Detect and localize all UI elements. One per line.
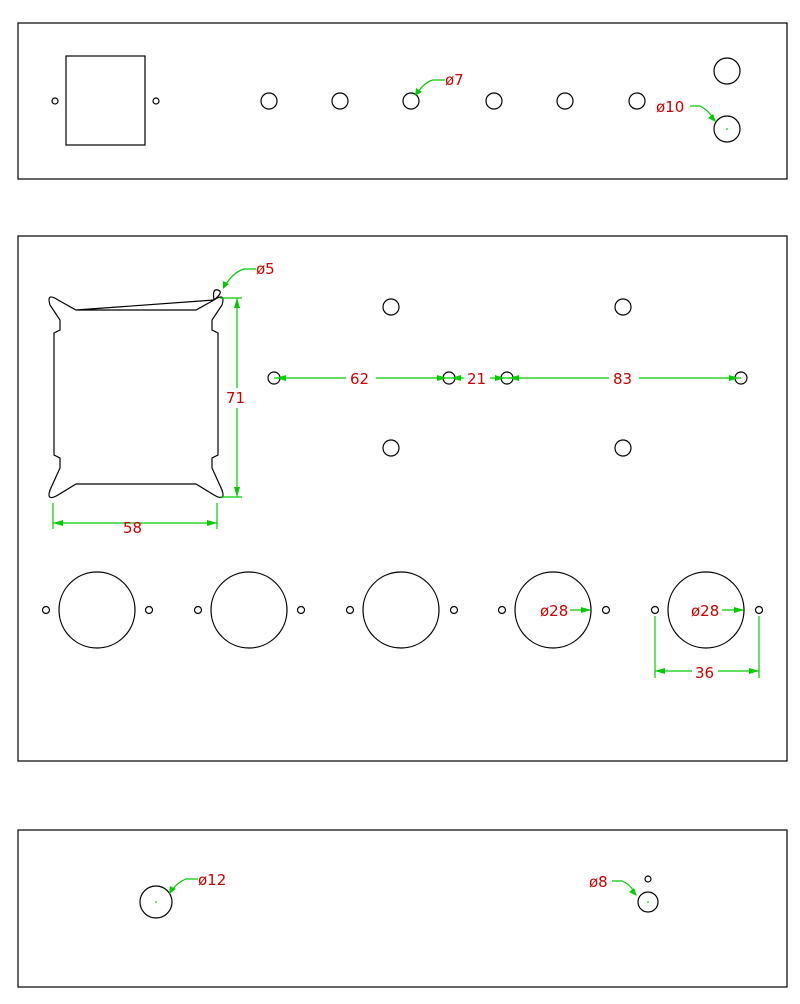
dimension-arrow — [437, 375, 447, 381]
dimension-label: 36 — [695, 664, 714, 682]
dimension-label: 58 — [123, 519, 142, 537]
leader-arrow — [629, 888, 637, 896]
hole — [614, 298, 632, 316]
leader-line — [171, 878, 198, 891]
bottom-panel: ø12 ø8 — [17, 829, 788, 988]
large-hole — [362, 571, 440, 649]
diameter-label: ø5 — [256, 260, 275, 278]
leader-line — [417, 79, 445, 93]
leader-line — [690, 105, 714, 119]
diameter-label: ø10 — [656, 98, 684, 116]
dimension-arrow — [495, 375, 505, 381]
center-mark — [647, 901, 649, 903]
mount-hole — [296, 605, 306, 615]
hole-7 — [628, 92, 646, 110]
hole-10 — [713, 115, 741, 143]
diameter-label: ø28 — [540, 602, 568, 620]
dimension-label: 71 — [226, 389, 245, 407]
dimension-label: 21 — [467, 370, 486, 388]
leader-arrow — [581, 607, 591, 613]
dimension-arrow — [53, 520, 63, 526]
small-hole — [644, 875, 652, 883]
top-panel-outline — [17, 22, 788, 180]
diameter-label: ø8 — [589, 873, 608, 891]
leader-arrow — [415, 88, 422, 96]
bottom-panel-outline — [17, 829, 788, 988]
hole-8 — [637, 891, 659, 913]
mount-hole — [41, 605, 51, 615]
leader-line — [612, 880, 635, 893]
mount-hole — [497, 605, 507, 615]
dimension-arrow — [655, 668, 665, 674]
leader-arrow — [734, 607, 744, 613]
dimension-label: 62 — [350, 370, 369, 388]
leader-line — [225, 268, 256, 285]
dimension-arrow — [451, 375, 461, 381]
mount-hole — [449, 605, 459, 615]
large-hole — [58, 571, 136, 649]
mount-hole — [345, 605, 355, 615]
hole — [382, 439, 400, 457]
dimension-arrow — [234, 487, 240, 497]
mount-hole — [601, 605, 611, 615]
hole — [382, 298, 400, 316]
hole-7 — [402, 92, 420, 110]
diameter-label: ø12 — [198, 871, 226, 889]
dimension-arrow — [729, 375, 739, 381]
leader-arrow — [223, 281, 229, 289]
dimension-label: 83 — [613, 370, 632, 388]
diameter-label: ø28 — [691, 602, 719, 620]
mount-hole — [144, 605, 154, 615]
leader-arrow — [708, 114, 716, 122]
hole-7 — [485, 92, 503, 110]
hole — [614, 439, 632, 457]
hole-7 — [556, 92, 574, 110]
dimension-arrow — [749, 668, 759, 674]
hole-12 — [139, 885, 173, 919]
mount-hole — [51, 97, 59, 105]
hole-7 — [260, 92, 278, 110]
center-mark — [155, 901, 157, 903]
mount-hole — [754, 605, 764, 615]
mount-hole — [152, 97, 160, 105]
hole-7 — [331, 92, 349, 110]
center-mark — [726, 128, 728, 130]
dimension-arrow — [276, 375, 286, 381]
large-hole — [210, 571, 288, 649]
top-panel: ø7 ø10 — [17, 22, 788, 180]
dimension-arrow — [207, 520, 217, 526]
mount-hole — [650, 605, 660, 615]
middle-panel-outline — [17, 235, 788, 762]
mount-hole — [193, 605, 203, 615]
notched-cutout — [48, 289, 224, 499]
square-cutout — [65, 55, 146, 146]
hole-10 — [713, 57, 741, 85]
leader-arrow — [169, 886, 176, 894]
middle-panel: ø5 71 58 62 21 — [17, 235, 788, 762]
dimension-arrow — [509, 375, 519, 381]
diameter-label: ø7 — [445, 71, 464, 89]
dimension-arrow — [234, 298, 240, 308]
